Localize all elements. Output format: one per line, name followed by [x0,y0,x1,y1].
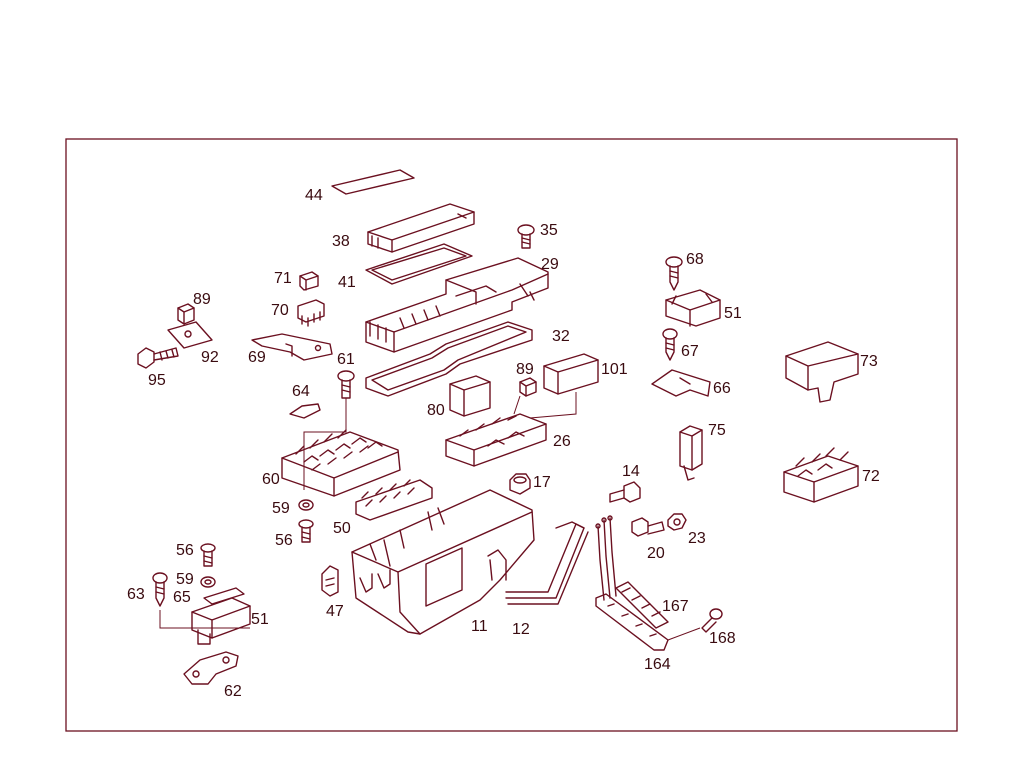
part-41-seal[interactable] [365,243,473,285]
part-20-stud[interactable] [631,517,665,537]
label-14: 14 [622,463,640,480]
wire-harness[interactable] [595,515,617,601]
part-69-bracket[interactable] [251,333,333,361]
part-51-bracket-right[interactable] [665,289,721,327]
label-167: 167 [662,598,689,615]
part-66-bracket[interactable] [651,369,711,397]
part-56-screw-a[interactable] [298,519,314,543]
part-50-terminal-block[interactable] [355,479,433,521]
part-29-upper-housing[interactable] [365,257,549,353]
part-labels: 44 38 35 29 41 71 70 89 92 95 69 61 32 6… [127,187,880,700]
part-73-cover[interactable] [785,341,859,403]
part-68-screw[interactable] [665,256,683,291]
part-11-main-housing[interactable] [351,489,535,635]
leader-lines [159,392,701,641]
label-168: 168 [709,630,736,647]
label-59-a: 59 [272,500,290,517]
label-67: 67 [681,343,699,360]
diagram-frame [65,138,958,732]
part-72-fuse-carrier[interactable] [783,447,859,503]
part-63-screw[interactable] [152,572,168,607]
label-73: 73 [860,353,878,370]
part-67-screw[interactable] [662,328,678,361]
label-61: 61 [337,351,355,368]
part-168-screw[interactable] [701,608,723,633]
part-59-washer-a[interactable] [298,499,314,511]
label-63: 63 [127,586,145,603]
label-64: 64 [292,383,310,400]
label-11: 11 [471,618,488,635]
part-75-connector[interactable] [679,425,703,481]
label-35: 35 [540,222,558,239]
label-92: 92 [201,349,219,366]
label-12: 12 [512,621,530,638]
label-20: 20 [647,545,665,562]
label-68: 68 [686,251,704,268]
label-66: 66 [713,380,731,397]
label-72: 72 [862,468,880,485]
label-62: 62 [224,683,242,700]
part-23-nut[interactable] [667,513,687,531]
part-71-connector[interactable] [299,271,319,291]
label-75: 75 [708,422,726,439]
part-26-relay-plate[interactable] [445,413,547,467]
part-89-relay-left[interactable] [177,303,195,325]
label-26: 26 [553,433,571,450]
part-60-fuse-block[interactable] [281,429,401,497]
part-51-bracket-left[interactable] [191,597,251,645]
part-167-bracket[interactable] [615,581,669,629]
label-89-right: 89 [516,361,534,378]
part-89-relay-right[interactable] [519,377,537,397]
label-80: 80 [427,402,445,419]
part-32-gasket[interactable] [365,321,533,397]
label-56-a: 56 [275,532,293,549]
label-47: 47 [326,603,344,620]
part-65-plate[interactable] [203,587,245,605]
part-38-cover[interactable] [367,203,475,253]
part-35-screw[interactable] [517,224,535,249]
label-51-left: 51 [251,611,269,628]
part-14-bolt[interactable] [609,481,641,503]
label-56-b: 56 [176,542,194,559]
label-60: 60 [262,471,280,488]
part-92-bracket[interactable] [167,321,213,349]
label-69: 69 [248,349,266,366]
label-71: 71 [274,270,292,287]
label-95: 95 [148,372,166,389]
part-17-grommet[interactable] [509,473,531,495]
label-50: 50 [333,520,351,537]
part-62-mounting-plate[interactable] [183,651,239,685]
part-12-bracket[interactable] [505,521,589,605]
label-101: 101 [601,361,628,378]
part-59-washer-b[interactable] [200,576,216,588]
part-95-bolt[interactable] [137,347,179,369]
part-44-label-strip[interactable] [331,169,415,195]
label-89-left: 89 [193,291,211,308]
label-51-right: 51 [724,305,742,322]
label-70: 70 [271,302,289,319]
label-38: 38 [332,233,350,250]
label-29: 29 [541,256,559,273]
label-17: 17 [533,474,551,491]
part-101-relay[interactable] [543,353,599,395]
part-47-clip[interactable] [321,565,339,597]
label-59-b: 59 [176,571,194,588]
label-23: 23 [688,530,706,547]
label-164: 164 [644,656,671,673]
part-80-relay[interactable] [449,375,491,417]
label-65: 65 [173,589,191,606]
part-56-screw-b[interactable] [200,543,216,567]
part-64-fuse[interactable] [289,403,321,419]
label-32: 32 [552,328,570,345]
part-61-screw[interactable] [337,370,355,399]
label-41: 41 [338,274,356,291]
part-70-relay-socket[interactable] [297,299,325,327]
part-164-bracket[interactable] [595,593,669,651]
label-44: 44 [305,187,323,204]
